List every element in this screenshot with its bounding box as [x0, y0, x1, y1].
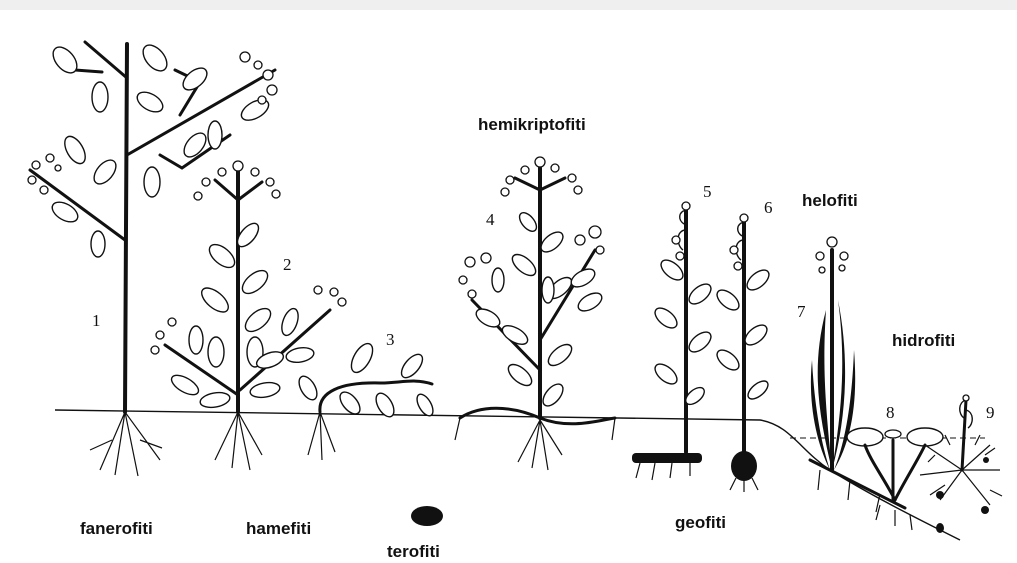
number-9: 9	[986, 403, 995, 422]
number-7: 7	[797, 302, 806, 321]
number-5: 5	[703, 182, 712, 201]
label-terofiti: terofiti	[387, 542, 440, 561]
label-helofiti: helofiti	[802, 191, 858, 210]
label-hidrofiti: hidrofiti	[892, 331, 955, 350]
number-6: 6	[764, 198, 773, 217]
label-hamefiti: hamefiti	[246, 519, 311, 538]
plant-6-geophyte-bulb	[714, 214, 773, 492]
number-1: 1	[92, 311, 101, 330]
plant-8-hydrophyte-floating	[847, 428, 943, 530]
plant-7-helophyte	[810, 237, 905, 512]
plant-3-creeping	[295, 340, 436, 460]
rhizome	[632, 453, 702, 463]
number-4: 4	[486, 210, 495, 229]
bulb	[731, 451, 757, 481]
number-2: 2	[283, 255, 292, 274]
terophyte-seed	[411, 506, 443, 526]
number-8: 8	[886, 403, 895, 422]
label-fanerofiti: fanerofiti	[80, 519, 153, 538]
number-3: 3	[386, 330, 395, 349]
plant-5-geophyte-rhizome	[632, 202, 714, 480]
label-hemikriptofiti: hemikriptofiti	[478, 115, 586, 134]
label-geofiti: geofiti	[675, 513, 726, 532]
plant-4-hemicryptophyte	[455, 157, 615, 470]
